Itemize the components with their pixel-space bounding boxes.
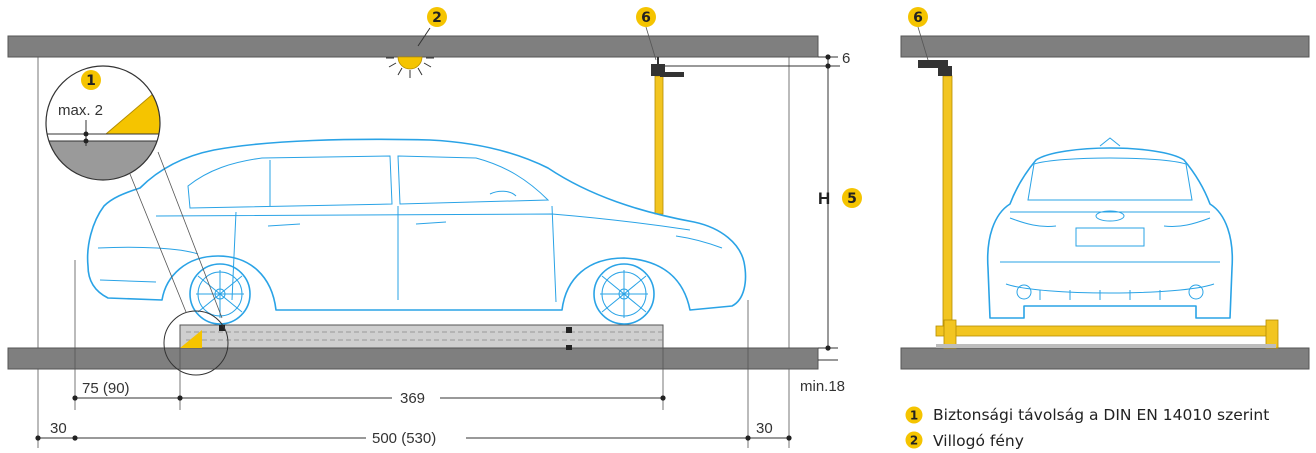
- rear-view: 6: [900, 7, 1310, 370]
- side-view: 75 (90) 369 30 500 (530) 30 6 min.18 max…: [7, 7, 862, 448]
- badge-light: 2: [427, 7, 447, 27]
- detail-label: max. 2: [58, 102, 103, 119]
- badge-pillar-rear: 6: [908, 7, 928, 27]
- dim-top-gap: 6: [842, 50, 850, 67]
- dim-front-offset: 75 (90): [82, 380, 130, 397]
- ceiling-slab: [7, 35, 819, 58]
- legend-item-1: 1 Biztonsági távolság a DIN EN 14010 sze…: [905, 406, 1269, 424]
- dim-side-margin-left: 30: [50, 420, 67, 437]
- lift-platform: [179, 324, 664, 350]
- svg-text:1: 1: [910, 409, 918, 423]
- dimension-lines: [35, 54, 840, 448]
- rear-ceiling-slab: [900, 35, 1310, 58]
- car-rear-outline: [986, 137, 1234, 319]
- svg-text:2: 2: [910, 434, 918, 448]
- svg-text:Villogó fény: Villogó fény: [933, 432, 1024, 450]
- rear-lift-pillar: [918, 60, 1279, 349]
- svg-text:2: 2: [432, 10, 442, 26]
- svg-text:Biztonsági távolság a DIN EN 1: Biztonsági távolság a DIN EN 14010 szeri…: [933, 406, 1269, 424]
- flashing-light-icon: [386, 27, 434, 78]
- svg-text:5: 5: [847, 191, 857, 207]
- dim-total-length: 500 (530): [372, 430, 436, 447]
- car-side-outline: [86, 138, 747, 325]
- badge-detail: 1: [81, 70, 101, 90]
- rear-floor-slab: [900, 347, 1310, 370]
- svg-text:6: 6: [913, 10, 923, 26]
- safety-wedge: [180, 330, 202, 348]
- legend-item-2: 2 Villogó fény: [905, 431, 1024, 450]
- lift-pillar: [651, 57, 684, 215]
- dim-platform-length: 369: [400, 390, 425, 407]
- floor-slab: [7, 347, 819, 370]
- badge-height: 5: [842, 188, 862, 208]
- dim-side-margin-right: 30: [756, 420, 773, 437]
- height-label: H: [818, 189, 830, 208]
- svg-text:6: 6: [641, 10, 651, 26]
- legend: 1 Biztonsági távolság a DIN EN 14010 sze…: [905, 406, 1269, 450]
- svg-text:1: 1: [86, 73, 96, 89]
- dim-bottom-gap: min.18: [800, 378, 845, 395]
- badge-pillar-side: 6: [636, 7, 656, 27]
